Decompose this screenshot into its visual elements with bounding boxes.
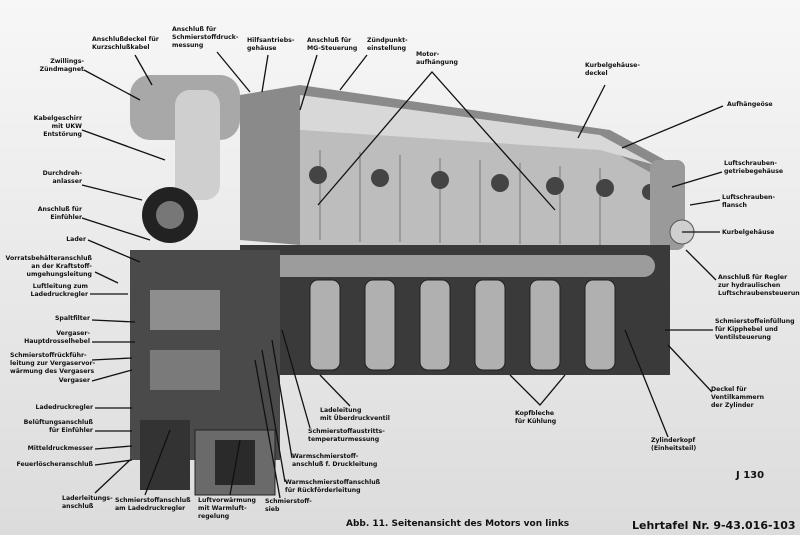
label-anschluss-regler: Anschluß für Regler zur hydraulischen Lu… <box>718 274 800 297</box>
label-luftschraubenflansch: Luftschrauben- flansch <box>722 194 775 209</box>
label-zwillings-zuendmagnet: Zwillings- Zündmagnet <box>39 58 84 73</box>
label-motoraufhaengung: Motor- aufhängung <box>416 51 458 66</box>
label-aufhaengeoese: Aufhängeöse <box>727 101 773 108</box>
label-kurbelgehaeuse: Kurbelgehäuse <box>722 229 775 236</box>
label-warmschmierstoff-druckleitung: Warmschmierstoff- anschluß f. Druckleitu… <box>292 453 378 468</box>
label-laderleitungsanschluss: Laderleitungs- anschluß <box>62 495 113 510</box>
label-lader: Lader <box>66 236 86 243</box>
label-deckel-ventilkammern: Deckel für Ventilkammern der Zylinder <box>711 386 765 409</box>
label-luftvorwaermung: Luftvorwärmung mit Warmluft- regelung <box>198 497 256 520</box>
label-zylinderkopf: Zylinderkopf (Einheitsteil) <box>651 437 697 452</box>
plate-code: J 130 <box>736 470 765 481</box>
label-vergaser: Vergaser <box>58 377 90 384</box>
label-kurbelgehaeusedeckel: Kurbelgehäuse- deckel <box>585 62 640 77</box>
label-luftleitung-ladedruckregler: Luftleitung zum Ladedruckregler <box>30 283 88 298</box>
label-luftschraubengetriebegehaeuse: Luftschrauben- getriebegehäuse <box>724 160 784 175</box>
label-ladeleitung: Ladeleitung mit Überdruckventil <box>320 407 390 422</box>
label-mitteldruckmesser: Mitteldruckmesser <box>27 445 93 452</box>
label-belueftungsanschluss: Belüftungsanschluß für Einfühler <box>23 419 93 434</box>
label-schmierstoffanschluss-ladedruckregler: Schmierstoffanschluß am Ladedruckregler <box>115 497 191 512</box>
label-zuendpunkteinstellung: Zündpunkt- einstellung <box>367 37 408 52</box>
label-schmierstoffeinfuellung: Schmierstoffeinfüllung für Kipphebel und… <box>715 318 795 341</box>
label-kopfbleche: Kopfbleche für Kühlung <box>515 410 557 425</box>
label-ladedruckregler: Ladedruckregler <box>35 404 93 411</box>
plate-number: Lehrtafel Nr. 9-43.016-103 <box>632 519 796 532</box>
label-mg-steuerung: Anschluß für MG-Steuerung <box>307 37 358 52</box>
leader-lines <box>81 51 724 499</box>
label-anschluss-einfuehler: Anschluß für Einfühler <box>37 206 82 221</box>
label-kabelgeschirr: Kabelgeschirr mit UKW Entstörung <box>33 115 82 138</box>
label-schmierstoffaustrittstemperatur: Schmierstoffaustritts- temperaturmessung <box>308 428 385 443</box>
label-schmierstoffsieb: Schmierstoff- sieb <box>265 498 312 513</box>
label-vergaser-hauptdrosselhebel: Vergaser- Hauptdrosselhebel <box>24 330 90 345</box>
label-durchdrehanlasser: Durchdreh- anlasser <box>42 170 82 185</box>
engine-body <box>130 75 695 496</box>
label-warmschmierstoff-rueckfoerderleitung: Warmschmierstoffanschluß für Rückförderl… <box>285 479 381 494</box>
label-spaltfilter: Spaltfilter <box>54 315 90 322</box>
label-vorratsbehaelteranschluss: Vorratsbehälteranschluß an der Kraftstof… <box>5 255 92 278</box>
label-feuerloescheranschluss: Feuerlöscheranschluß <box>16 461 93 468</box>
figure-caption: Abb. 11. Seitenansicht des Motors von li… <box>346 519 570 529</box>
label-hilfsantriebsgehaeuse: Hilfsantriebs- gehäuse <box>247 37 295 52</box>
label-schmierstoffdruckmessung: Anschluß für Schmierstoffdruck- messung <box>172 26 239 49</box>
label-anschlussdeckel-kurzschlusskabel: Anschlußdeckel für Kurzschlußkabel <box>92 36 159 51</box>
label-schmierstoffrueckfuehrleitung: Schmierstoffrückführ- leitung zur Vergas… <box>10 352 96 375</box>
